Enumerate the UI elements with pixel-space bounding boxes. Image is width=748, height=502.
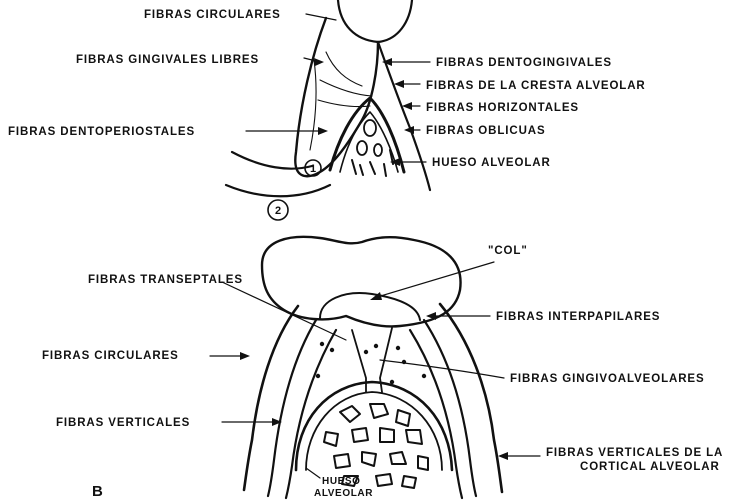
label-b-fibras-interpapilares: FIBRAS INTERPAPILARES: [496, 311, 660, 323]
marker-1-text: 1: [310, 163, 316, 175]
label-a-fibras-dentogingivales: FIBRAS DENTOGINGIVALES: [436, 57, 612, 69]
label-b-fibras-verticales-cortical-2: CORTICAL ALVEOLAR: [580, 461, 720, 473]
gingiva-outer-left: [244, 306, 298, 490]
label-b-letter: B: [92, 483, 103, 500]
figure-b: "COL" FIBRAS TRANSEPTALES FIBRAS INTERPA…: [42, 237, 723, 500]
label-b-fibras-verticales: FIBRAS VERTICALES: [56, 417, 190, 429]
marker-2-text: 2: [275, 205, 281, 217]
label-a-hueso-alveolar: HUESO ALVEOLAR: [432, 157, 551, 169]
cortical-left: [286, 330, 336, 498]
label-b-fibras-circulares: FIBRAS CIRCULARES: [42, 350, 179, 362]
label-a-fibras-dentoperiostales: FIBRAS DENTOPERIOSTALES: [8, 126, 195, 138]
label-b-hueso: HUESO: [322, 476, 361, 487]
label-b-alveolar: ALVEOLAR: [314, 488, 373, 499]
tooth-crown-outline: [338, 0, 412, 42]
label-b-fibras-gingivoalveolares: FIBRAS GINGIVOALVEOLARES: [510, 373, 705, 385]
mucosa-outline: [232, 152, 312, 169]
circular-fiber-dots: [316, 342, 426, 384]
label-a-fibras-oblicuas: FIBRAS OBLICUAS: [426, 125, 546, 137]
label-a-fibras-circulares: FIBRAS CIRCULARES: [144, 9, 281, 21]
papilla-curve-left: [320, 293, 420, 320]
label-b-fibras-verticales-cortical-1: FIBRAS VERTICALES DE LA: [546, 447, 723, 459]
label-a-fibras-cresta-alveolar: FIBRAS DE LA CRESTA ALVEOLAR: [426, 80, 646, 92]
label-a-fibras-gingivales-libres: FIBRAS GINGIVALES LIBRES: [76, 54, 259, 66]
label-b-fibras-transeptales: FIBRAS TRANSEPTALES: [88, 274, 243, 286]
label-a-fibras-horizontales: FIBRAS HORIZONTALES: [426, 102, 579, 114]
figure-a: 1 2 FIBRAS CIRCULARES FIBRAS GINGIVALES …: [8, 0, 646, 220]
cortical-right: [410, 330, 462, 498]
label-b-col: "COL": [488, 245, 528, 257]
mucosa-outline-lower: [226, 185, 330, 196]
